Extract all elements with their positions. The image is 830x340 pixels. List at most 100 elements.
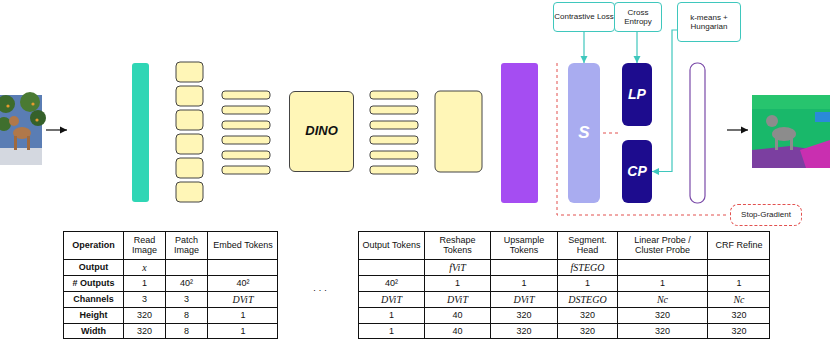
table-cell: 320	[491, 324, 557, 339]
table-cell: Channels	[64, 292, 123, 307]
table-text: 1	[389, 311, 394, 321]
table-text: 320	[731, 311, 746, 321]
upsample-block	[501, 63, 538, 203]
table-text: Nc	[657, 294, 668, 305]
photo-dog	[9, 116, 19, 126]
table-cell: Segment. Head	[558, 232, 617, 259]
node-label: Stop-Gradient	[741, 210, 791, 219]
table-text: 320	[731, 327, 746, 337]
table-cell: 8	[166, 324, 207, 339]
patch	[176, 110, 203, 130]
table-text: fSTEGO	[571, 262, 605, 273]
table-cell: 8	[166, 308, 207, 323]
table-cell: Height	[64, 308, 123, 323]
token-column	[222, 91, 270, 174]
token	[222, 166, 270, 174]
patch	[176, 62, 203, 82]
table-cell: 320	[124, 308, 165, 323]
table-cell: · · ·	[290, 283, 350, 299]
seg-region	[815, 112, 830, 122]
table-text: CRF Refine	[715, 241, 762, 251]
table-text: 320	[655, 327, 670, 337]
ellipsis-mark: · · ·	[313, 286, 327, 296]
token-column	[370, 91, 418, 174]
photo-fruit	[6, 104, 9, 107]
table-cell: 1	[359, 308, 424, 323]
table-text: 40²	[236, 279, 249, 289]
table-text: Operation	[72, 241, 115, 251]
connector-arrow	[636, 32, 637, 63]
photo-fruit	[35, 118, 38, 121]
table-cell: 320	[708, 308, 770, 323]
table-cell: 320	[558, 324, 617, 339]
probe-box: CP	[622, 140, 652, 203]
seg-region	[752, 95, 830, 109]
output-segmentation	[752, 95, 830, 168]
table-text: 40	[452, 327, 462, 337]
table-text: Reshape Tokens	[427, 236, 488, 256]
stop-gradient-box: Stop-Gradient	[730, 204, 802, 226]
loss-callout: k-means + Hungarian	[677, 2, 741, 42]
table-cell: 1	[425, 276, 490, 291]
table-text: 3	[184, 295, 189, 305]
token	[370, 106, 418, 114]
table-cell: 40²	[359, 276, 424, 291]
table-cell: 3	[124, 292, 165, 307]
table-text: 8	[184, 327, 189, 337]
table-text: Height	[80, 311, 108, 321]
table-cell: Upsample Tokens	[491, 232, 557, 259]
patch	[176, 158, 203, 178]
table-cell: Embed Tokens	[208, 232, 278, 259]
token	[222, 136, 270, 144]
table-text: 40²	[385, 279, 398, 289]
table-grid	[63, 231, 278, 339]
table-cell: Output Tokens	[359, 232, 424, 259]
probe-box: LP	[622, 63, 652, 126]
photo-dog	[27, 136, 30, 150]
token	[370, 91, 418, 99]
table-text: 3	[142, 295, 147, 305]
table-text: Embed Tokens	[213, 241, 272, 251]
patch	[176, 86, 203, 106]
table-text: 1	[240, 311, 245, 321]
table-text: DViT	[514, 294, 535, 305]
table-cell: 40	[425, 308, 490, 323]
node-label: k-means + Hungarian	[678, 13, 740, 31]
table-text: 1	[389, 327, 394, 337]
table-cell: DViT	[425, 292, 490, 307]
table-cell: DViT	[491, 292, 557, 307]
table-cell: Linear Probe / Cluster Probe	[618, 232, 707, 259]
input-photo	[0, 92, 46, 165]
photo-foliage	[0, 95, 15, 113]
stop-gradient-line	[603, 133, 620, 134]
token	[370, 151, 418, 159]
table-cell: 320	[708, 324, 770, 339]
photo-foliage	[0, 117, 11, 131]
table-cell: # Outputs	[64, 276, 123, 291]
token	[222, 151, 270, 159]
table-cell: Width	[64, 324, 123, 339]
table-text: 320	[580, 327, 595, 337]
table-cell: 3	[166, 292, 207, 307]
table-cell: fSTEGO	[558, 260, 617, 275]
connector-arrow	[583, 32, 584, 63]
table-cell: 320	[124, 324, 165, 339]
table-text: DViT	[381, 294, 402, 305]
table-text: 1	[142, 279, 147, 289]
table-cell: 320	[491, 308, 557, 323]
table-cell: Reshape Tokens	[425, 232, 490, 259]
table-text: fViT	[449, 262, 465, 273]
table-grid	[358, 231, 770, 339]
node-label: Cross Entropy	[615, 8, 661, 26]
table-cell: 40²	[208, 276, 278, 291]
table-text: 1	[660, 279, 665, 289]
table-text: Linear Probe / Cluster Probe	[620, 236, 705, 256]
table-text: DViT	[447, 294, 468, 305]
crf-block	[690, 63, 705, 203]
table-cell: 1	[359, 324, 424, 339]
table-text: Output	[79, 263, 109, 273]
table-text: 320	[516, 311, 531, 321]
